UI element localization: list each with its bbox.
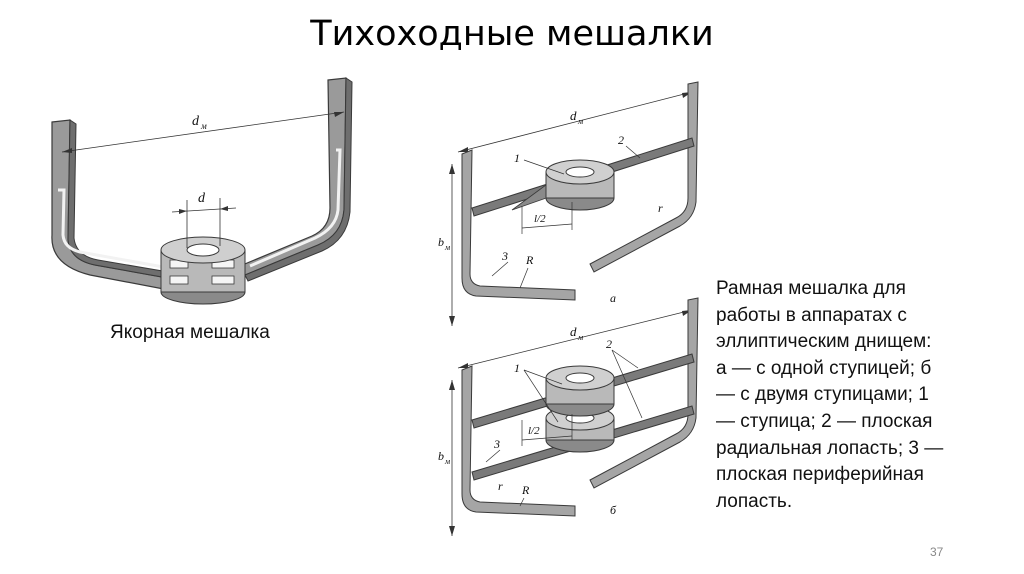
frame-dm-subscript-b: м	[577, 333, 583, 342]
description-line: — с двумя ступицами; 1	[716, 384, 929, 406]
frame-dm-subscript-a: м	[577, 117, 583, 126]
frame-bm-subscript-b: м	[444, 457, 450, 466]
frame-R-a: R	[525, 253, 534, 267]
frame-num3-b: 3	[493, 437, 500, 451]
frame-dm-label-b: d	[570, 324, 577, 339]
description-line: плоская периферийная	[716, 464, 924, 486]
frame-num2-a: 2	[618, 133, 624, 147]
anchor-d-label: d	[198, 191, 206, 206]
frame-num2-b: 2	[606, 337, 612, 351]
frame-half-l-b: l/2	[528, 425, 540, 437]
frame-num1-a: 1	[514, 151, 520, 165]
slide-title: Тихоходные мешалки	[310, 14, 714, 54]
frame-stirrer-illustration: d м b м 1 2 l/2 3 R r а d м	[438, 81, 699, 536]
anchor-caption: Якорная мешалка	[110, 322, 270, 343]
description-line: Рамная мешалка для	[716, 278, 906, 299]
description-line: эллиптическим днищем:	[716, 331, 932, 353]
frame-stirrer-a: d м b м 1 2 l/2 3 R r а	[438, 81, 699, 326]
frame-letter-a: а	[610, 291, 616, 305]
frame-r-a: r	[658, 201, 663, 215]
frame-r-b: r	[498, 479, 503, 493]
anchor-dm-label: d	[192, 114, 200, 129]
frame-bm-label-a: b	[438, 235, 444, 249]
description-line: радиальная лопасть; 3 —	[716, 437, 944, 459]
frame-half-l-a: l/2	[534, 213, 546, 225]
anchor-dm-subscript: м	[200, 121, 207, 131]
description-line: — ступица; 2 — плоская	[716, 410, 933, 432]
frame-bm-label-b: b	[438, 449, 444, 463]
page-number: 37	[930, 545, 944, 559]
frame-bm-subscript-a: м	[444, 243, 450, 252]
frame-num3-a: 3	[501, 249, 508, 263]
frame-R-b: R	[521, 483, 530, 497]
frame-letter-b: б	[610, 503, 617, 517]
frame-num1-b: 1	[514, 361, 520, 375]
description-line: лопасть.	[716, 490, 793, 512]
description-line: а — с одной ступицей; б	[716, 357, 932, 379]
frame-stirrer-b: d м b м 1 2 l/2 3 r R б	[438, 297, 699, 536]
frame-dm-label-a: d	[570, 108, 577, 123]
description-line: работы в аппаратах с	[716, 304, 907, 326]
anchor-stirrer-illustration: d м d	[51, 77, 353, 305]
description-text: Рамная мешалка для работы в аппаратах с …	[716, 276, 982, 515]
